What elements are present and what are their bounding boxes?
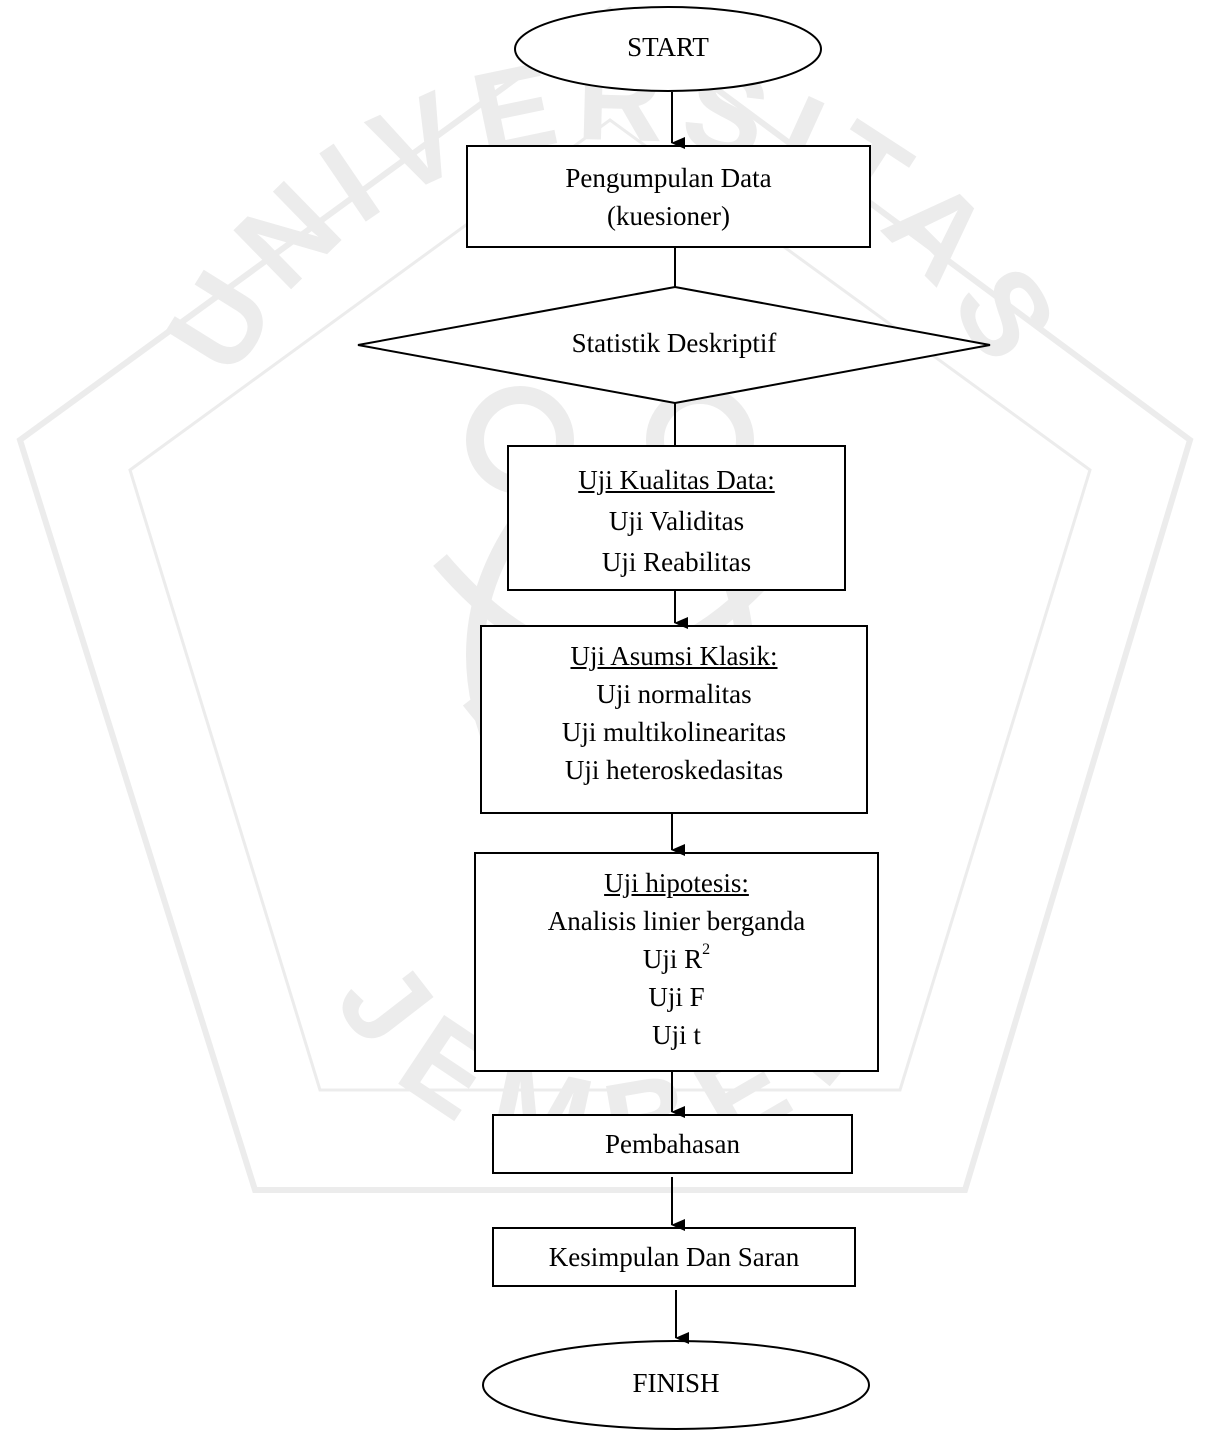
start-label: START [627,32,709,62]
quality-test-box [507,445,846,591]
r2-superscript: 2 [702,941,711,958]
assumption-test-item: Uji multikolinearitas [561,717,787,747]
start-node: START [515,28,821,66]
assumption-test-item: Uji normalitas [596,679,752,709]
descriptive-label: Statistik Deskriptif [571,328,777,358]
start-terminal-shape [514,6,822,92]
finish-node: FINISH [483,1364,869,1402]
hypothesis-test-title: Uji hipotesis: [604,868,749,898]
conclusion-label: Kesimpulan Dan Saran [548,1242,800,1272]
assumption-test-title: Uji Asumsi Klasik: [570,641,778,671]
discussion-label: Pembahasan [605,1129,740,1159]
watermark-inner-shape [128,118,1092,1092]
assumption-test-node: Uji Asumsi Klasik: Uji normalitas Uji mu… [481,637,867,789]
collect-data-subtitle: (kuesioner) [607,201,730,231]
assumption-test-box [480,625,868,814]
quality-test-item: Uji Reabilitas [601,547,752,577]
hypothesis-test-box [474,852,879,1072]
assumption-test-item: Uji heteroskedasitas [564,755,784,785]
quality-test-node: Uji Kualitas Data: Uji Validitas Uji Rea… [508,460,845,583]
hypothesis-test-node: Uji hipotesis: Analisis linier berganda … [475,864,878,1054]
hypothesis-test-item: Analisis linier berganda [547,906,806,936]
hypothesis-test-item: Uji t [652,1020,701,1050]
r2-label: Uji R [642,944,703,974]
collect-data-title: Pengumpulan Data [565,163,772,193]
hypothesis-test-r2: Uji R2 [475,940,878,978]
finish-label: FINISH [632,1368,720,1398]
collect-data-box [466,145,871,248]
quality-test-item: Uji Validitas [608,506,745,536]
hypothesis-test-item: Uji F [648,982,705,1012]
watermark-outer-shape [16,6,1194,1193]
quality-test-title: Uji Kualitas Data: [578,465,775,495]
descriptive-node: Statistik Deskriptif [458,324,890,362]
discussion-node: Pembahasan [493,1125,852,1163]
collect-data-node: Pengumpulan Data (kuesioner) [467,159,870,235]
conclusion-node: Kesimpulan Dan Saran [493,1238,855,1276]
